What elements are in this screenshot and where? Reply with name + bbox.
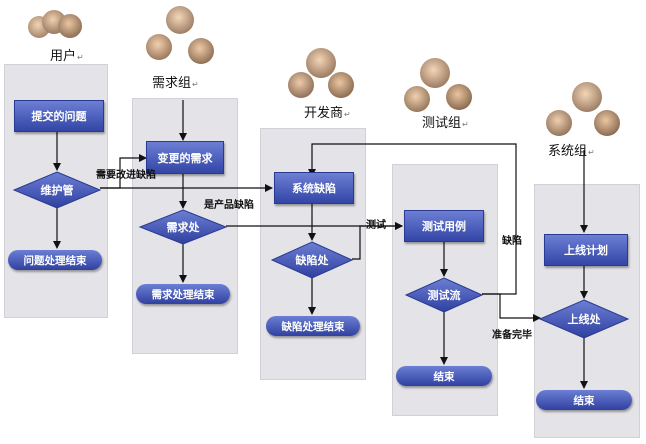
diamond-test-flow: [404, 277, 484, 313]
lane-title-system: 系统组↵: [548, 144, 595, 159]
node-req-closed: 需求处理结束: [136, 284, 230, 304]
node-test-end: 结束: [396, 366, 492, 386]
arrow-defect-processing-to-test-case: [352, 222, 403, 260]
node-system-defect: 系统缺陷: [274, 172, 354, 204]
label-req-processing: 需求处: [166, 221, 200, 234]
node-defect-closed: 缺陷处理结束: [266, 316, 360, 336]
lane-title-requirements: 需求组↵: [152, 76, 199, 91]
edge-label-defect: 缺陷: [502, 236, 522, 247]
edge-label-needs-improvement: 需要改进缺陷: [96, 170, 156, 181]
diamond-maintenance: [12, 171, 102, 209]
arrow-test-flow-to-release: [482, 293, 541, 322]
node-release-plan: 上线计划: [544, 234, 628, 266]
node-change-request: 变更的需求: [146, 141, 224, 174]
edge-label-test: 测试: [366, 220, 386, 231]
node-test-case: 测试用例: [404, 210, 484, 242]
edge-label-product-defect: 是产品缺陷: [204, 200, 254, 211]
lane-title-testing: 测试组↵: [422, 116, 469, 131]
arrow-test-flow-defect-loop: [308, 143, 517, 295]
label-release-processing: 上线处: [567, 313, 601, 326]
node-issue-closed: 问题处理结束: [8, 250, 102, 270]
edge-label-ready: 准备完毕: [492, 330, 532, 341]
label-defect-processing: 缺陷处: [295, 254, 329, 267]
node-submit-issue: 提交的问题: [14, 100, 104, 132]
diamond-defect-processing: [270, 241, 354, 279]
lane-title-user: 用户↵: [50, 49, 84, 64]
lane-title-developer: 开发商↵: [304, 106, 351, 121]
node-release-end: 结束: [536, 390, 632, 410]
diamond-release-processing: [538, 299, 630, 339]
label-test-flow: 测试流: [427, 289, 461, 302]
label-maintenance: 维护管: [40, 184, 74, 197]
diamond-req-processing: [138, 209, 228, 245]
